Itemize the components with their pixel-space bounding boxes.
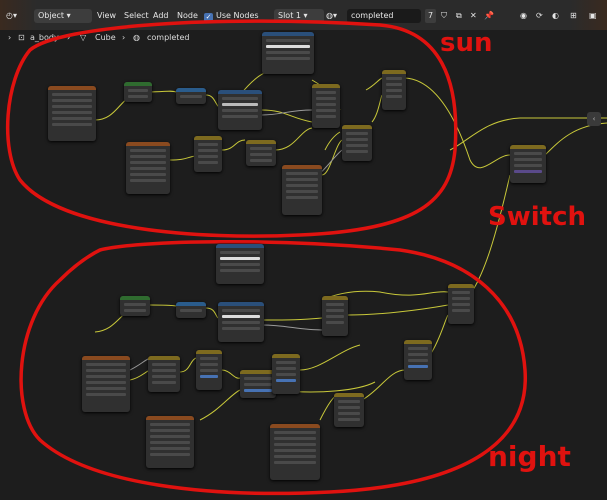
color-ramp-node[interactable] [218, 90, 262, 130]
node-header [272, 354, 300, 358]
slot-label: Slot 1 [278, 11, 301, 20]
hue-saturation-node[interactable] [148, 356, 180, 392]
color-ramp-node[interactable] [218, 302, 264, 342]
node-header [262, 32, 314, 36]
sidebar-toggle-icon[interactable]: ‹ [587, 112, 601, 126]
node-header [146, 416, 194, 420]
checkbox-icon: ✓ [204, 13, 213, 22]
color-wheel-icon[interactable]: ◐ [552, 11, 559, 20]
breadcrumb-separator-icon: › [122, 33, 126, 42]
menu-node[interactable]: Node [177, 11, 198, 20]
node-header [322, 296, 348, 300]
breadcrumb-separator-icon: › [67, 33, 71, 42]
pin-icon[interactable]: 📌 [484, 11, 494, 20]
breadcrumb-material: completed [147, 33, 190, 42]
mode-dropdown[interactable]: Object ▾ [34, 9, 92, 23]
node-header [382, 70, 406, 74]
snap-icon[interactable]: ⟳ [536, 11, 543, 20]
node-header [120, 296, 150, 300]
menu-add[interactable]: Add [153, 11, 169, 20]
node-header [124, 82, 152, 86]
image-texture-node[interactable] [126, 142, 170, 194]
material-icon: ◍ [133, 33, 140, 42]
image-texture-node[interactable] [282, 165, 322, 215]
image-texture-node[interactable] [270, 424, 320, 480]
node-header [218, 302, 264, 306]
annotation-sun: sun [440, 28, 493, 58]
node-header [246, 140, 276, 144]
editor-type-icon[interactable]: ◴▾ [6, 11, 17, 20]
node-header [448, 284, 474, 288]
menu-view[interactable]: View [97, 11, 116, 20]
mix-node[interactable] [404, 340, 432, 380]
mesh-data-icon: ▽ [80, 33, 87, 42]
copy-icon[interactable]: ⧉ [456, 11, 462, 20]
annotation-night: night [488, 440, 571, 473]
mapping-node[interactable] [176, 302, 206, 318]
slot-dropdown[interactable]: Slot 1 ▾ [274, 9, 324, 23]
node-header [48, 86, 96, 90]
node-header [176, 302, 206, 306]
node-header [148, 356, 180, 360]
shield-icon[interactable]: ⛉ [441, 11, 447, 20]
mix-node[interactable] [448, 284, 474, 324]
menu-select[interactable]: Select [124, 11, 149, 20]
breadcrumb-object: a_body [30, 33, 59, 42]
annotation-switch: Switch [488, 202, 587, 232]
filter-icon[interactable]: ⊞ [570, 11, 577, 20]
node-header [82, 356, 130, 360]
node-header [216, 244, 264, 248]
material-browse-icon[interactable]: ◍▾ [326, 11, 337, 20]
user-count[interactable]: 7 [425, 9, 437, 23]
bright-contrast-node[interactable] [246, 140, 276, 166]
node-header [312, 84, 340, 88]
node-header [342, 125, 372, 129]
image-texture-node[interactable] [48, 86, 96, 141]
mix-switch-node[interactable] [510, 145, 546, 183]
node-header [196, 350, 222, 354]
hue-saturation-node[interactable] [334, 393, 364, 427]
breadcrumb-mesh: Cube [95, 33, 116, 42]
mesh-icon: ⊡ [18, 33, 25, 42]
texture-coordinate-node[interactable] [120, 296, 150, 316]
image-texture-node[interactable] [146, 416, 194, 468]
node-header [510, 145, 546, 149]
mix-node[interactable] [382, 70, 406, 110]
node-header [404, 340, 432, 344]
bright-contrast-node[interactable] [240, 370, 276, 398]
node-header [176, 88, 206, 92]
mode-label: Object [38, 11, 65, 20]
node-header [240, 370, 276, 374]
image-texture-node[interactable] [82, 356, 130, 412]
overlay-icon[interactable]: ◉ [520, 11, 527, 20]
node-header [218, 90, 262, 94]
view-icon[interactable]: ▣ [589, 11, 597, 20]
mix-node[interactable] [322, 296, 348, 336]
material-name-field[interactable]: completed [347, 9, 421, 23]
use-nodes-label: Use Nodes [216, 11, 259, 20]
mix-node[interactable] [272, 354, 300, 394]
hue-saturation-node[interactable] [342, 125, 372, 161]
texture-coordinate-node[interactable] [124, 82, 152, 102]
breadcrumb: › ⊡ a_body › ▽ Cube › ◍ completed [0, 30, 607, 46]
breadcrumb-separator-icon: › [8, 33, 12, 42]
use-nodes-toggle[interactable]: ✓Use Nodes [204, 9, 259, 23]
mix-node[interactable] [196, 350, 222, 390]
node-header [194, 136, 222, 140]
color-ramp-node[interactable] [216, 244, 264, 284]
mix-node[interactable] [312, 84, 340, 128]
close-icon[interactable]: ✕ [470, 11, 477, 20]
node-header [270, 424, 320, 428]
node-header [126, 142, 170, 146]
hue-saturation-node[interactable] [194, 136, 222, 172]
node-header [334, 393, 364, 397]
mapping-node[interactable] [176, 88, 206, 104]
color-ramp-node[interactable] [262, 32, 314, 74]
node-header [282, 165, 322, 169]
